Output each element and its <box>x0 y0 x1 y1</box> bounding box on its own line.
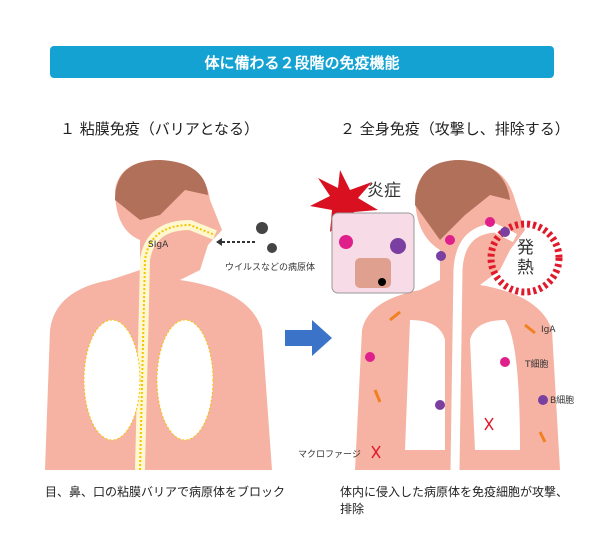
title-banner: 体に備わる２段階の免疫機能 <box>50 46 554 78</box>
tcell-label: T細胞 <box>525 360 549 370</box>
inflammation-burst-icon <box>310 170 378 235</box>
fever-label: 発熱 <box>517 238 534 278</box>
right-heading: ２ 全身免疫（攻撃し、排除する） <box>340 120 570 138</box>
inflammation-label: 炎症 <box>367 181 401 201</box>
left-heading: １ 粘膜免疫（バリアとなる） <box>60 120 260 138</box>
right-body-figure <box>310 160 563 471</box>
macrophage-label: マクロファージ <box>298 450 361 460</box>
virus-icon <box>256 222 277 253</box>
iga-label: IgA <box>541 325 556 335</box>
right-caption: 体内に侵入した病原体を免疫細胞が攻撃、排除 <box>340 485 569 516</box>
left-body-figure <box>45 160 277 471</box>
arrow-icon <box>285 320 332 356</box>
siga-label: SIgA <box>148 240 169 250</box>
left-caption: 目、鼻、口の粘膜バリアで病原体をブロック <box>45 485 286 499</box>
pathogen-label: ウイルスなどの病原体 <box>225 263 316 273</box>
bcell-label: B細胞 <box>550 396 575 406</box>
